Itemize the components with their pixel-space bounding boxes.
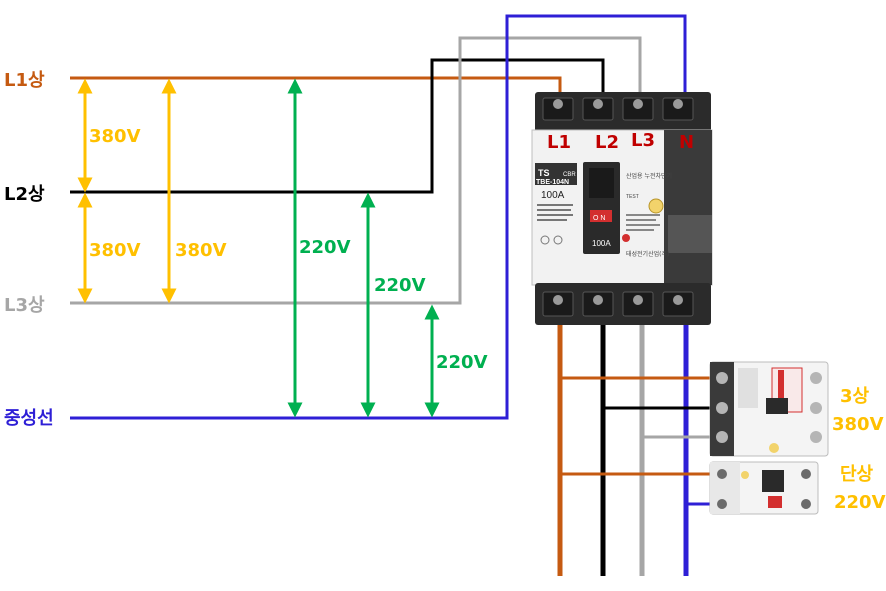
terminal-l1-label: L1 [547,132,571,153]
breaker-on-label: O N [593,215,605,222]
branch-taps [560,376,716,506]
l2-wire [70,58,605,194]
breaker-product-name: 산업용 누전차단기 [626,172,672,180]
voltage-l2-n: 220V [374,275,426,296]
test-button[interactable] [648,198,664,214]
three-phase-breaker [709,361,829,457]
l1-wire [70,76,562,100]
voltage-arrows [77,78,440,418]
leak-indicator [622,234,630,242]
terminal-n-label: N [679,132,694,153]
output-wires [557,325,689,576]
breaker-rating: 100A [541,190,565,201]
l2-label: L2상 [4,184,45,205]
main-breaker: TS CBR TBE-104N 100A 산업용 누전차단기 O N 100A … [531,92,713,325]
l1-label: L1상 [4,70,45,91]
breaker-type: CBR [563,172,576,178]
terminal-l2-label: L2 [595,132,619,153]
breaker-brand: TS [538,168,550,178]
single-phase-handle[interactable] [762,470,784,492]
voltage-l1-n: 220V [299,237,351,258]
breaker-handle-rating: 100A [592,239,611,248]
three-phase-label-line2: 380V [832,414,884,435]
voltage-l2-l3: 380V [89,240,141,261]
voltage-l3-n: 220V [436,352,488,373]
terminal-l3-label: L3 [631,130,655,151]
single-phase-label-line1: 단상 [840,464,874,485]
voltage-l1-l2: 380V [89,126,141,147]
single-phase-breaker [709,461,819,515]
single-phase-label-line2: 220V [834,492,886,513]
neutral-wire [70,14,687,420]
three-phase-handle[interactable] [766,398,788,414]
breaker-model: TBE-104N [536,179,569,186]
breaker-test-label: TEST [626,194,639,200]
l3-label: L3상 [4,295,45,316]
breaker-maker: 태성전기산업(주) [626,250,669,258]
l3-wire [70,36,642,305]
neutral-label: 중성선 [4,408,54,429]
voltage-l1-l3: 380V [175,240,227,261]
three-phase-label-line1: 3상 [840,386,870,407]
